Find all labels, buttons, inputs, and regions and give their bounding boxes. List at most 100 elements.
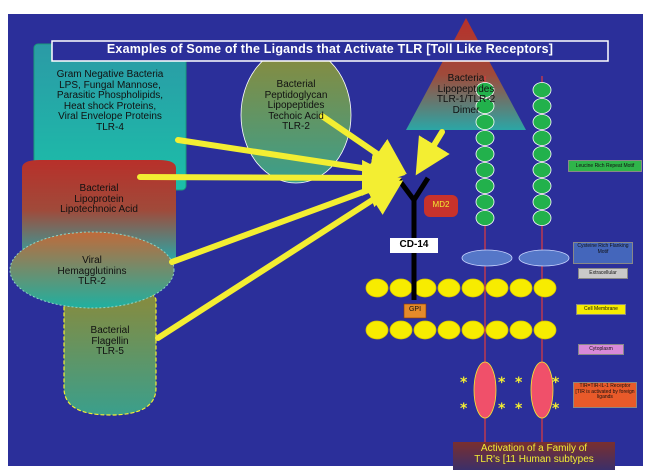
membrane-bead <box>389 320 413 340</box>
asterisk: * <box>515 401 523 417</box>
ligand-line: Bacterial <box>79 183 119 194</box>
gpi-label: GPI <box>408 306 422 313</box>
lrr-bead <box>532 146 552 162</box>
membrane-bead <box>485 320 509 340</box>
ligand-line: Lipoprotein <box>74 193 124 205</box>
lrr-bead <box>475 162 495 178</box>
md2-shape <box>424 195 458 217</box>
flagellin-label: Bacterial Flagellin TLR-5 <box>64 325 156 358</box>
arrow-tlr1-tlr2 <box>415 129 450 176</box>
membrane-bead <box>437 320 461 340</box>
membrane-bead <box>365 320 389 340</box>
legend-lrr: Leucine Rich Repeat Motif <box>568 160 642 172</box>
cell-membrane-beads <box>365 278 557 340</box>
lrr-bead <box>532 114 552 130</box>
arrow-flagellin <box>155 180 404 341</box>
ligand-line: Techoic Acid <box>268 110 324 122</box>
membrane-bead <box>509 320 533 340</box>
asterisk: * <box>552 375 560 391</box>
ligand-line: Bacterial <box>90 325 130 336</box>
ligand-line: Lipopeptides <box>267 100 325 111</box>
arrow-hemagglutinin <box>169 173 402 265</box>
legend-tir: TIR=TIR-IL-1 Receptor [TIR is activated … <box>573 382 637 408</box>
ligand-line: Bacterial <box>276 79 316 90</box>
lrr-bead <box>475 130 495 146</box>
lrr-bead <box>475 114 495 130</box>
lrr-bead <box>532 210 552 226</box>
membrane-bead <box>437 278 461 298</box>
arrow-tlr4 <box>175 137 406 188</box>
arrow-lipoprotein <box>137 159 398 196</box>
asterisk: * <box>460 375 468 391</box>
lrr-bead <box>475 146 495 162</box>
legend-membrane: Cell Membrane <box>576 304 626 315</box>
lrr-bead <box>532 98 552 114</box>
cysteine-motif-right <box>518 249 570 267</box>
membrane-bead <box>461 320 485 340</box>
tir-domain-right <box>530 361 554 419</box>
membrane-bead <box>365 278 389 298</box>
ligand-line: Viral <box>82 255 102 266</box>
asterisk-group: * * * * * * * * <box>460 375 560 417</box>
hemagglutinin-oval <box>9 231 175 309</box>
membrane-bead <box>533 320 557 340</box>
hemagglutinin-label: Viral Hemagglutinins TLR-2 <box>20 255 164 288</box>
asterisk: * <box>460 401 468 417</box>
ligand-line: TLR-2 <box>78 276 106 287</box>
membrane-bead <box>485 278 509 298</box>
membrane-bead <box>509 278 533 298</box>
tlr4-ligand-label: Gram Negative Bacteria LPS, Fungal Manno… <box>34 69 186 133</box>
ligand-line: TLR-2 <box>282 121 310 132</box>
title-frame <box>51 40 609 62</box>
membrane-bead <box>389 278 413 298</box>
lrr-bead <box>532 82 552 98</box>
md2-label: MD2 <box>432 200 450 209</box>
cd14-label: CD-14 <box>390 238 438 253</box>
ligand-line: Flagellin <box>91 335 129 347</box>
ligand-line: Hemagglutinins <box>57 265 127 277</box>
legend-cysteine: Cysteine Rich Flanking Motif <box>573 242 633 264</box>
ligand-line: Dimer <box>452 104 480 116</box>
lrr-bead <box>475 98 495 114</box>
ligand-line: Parasitic Phospholipids, <box>56 90 164 101</box>
ligand-line: Lipopeptides <box>437 83 495 95</box>
lrr-bead <box>475 194 495 210</box>
arrow-peptidoglycan <box>319 113 407 175</box>
ligand-line: Viral Envelope Proteins <box>58 111 162 122</box>
ligand-line: TLR-4 <box>96 121 124 133</box>
asterisk: * <box>552 401 560 417</box>
tlr2-peptidoglycan-label: Bacterial Peptidoglycan Lipopeptides Tec… <box>241 79 351 133</box>
bottom-caption: Activation of a Family of TLR's [11 Huma… <box>453 443 615 465</box>
ligand-line: TLR-1/TLR-2 <box>436 94 496 105</box>
membrane-bead <box>413 278 437 298</box>
lrr-bead <box>475 178 495 194</box>
asterisk: * <box>498 375 506 391</box>
tlr1-tlr2-triangle <box>406 18 526 130</box>
caption-line: Activation of a Family of <box>480 443 588 454</box>
lrr-bead <box>532 194 552 210</box>
ligand-line: Lipotechnoic Acid <box>60 204 138 215</box>
membrane-bead <box>413 320 437 340</box>
lrr-bead <box>532 130 552 146</box>
asterisk: * <box>515 375 523 391</box>
ligand-line: TLR-5 <box>96 346 124 357</box>
legend-cytoplasm: Cytoplasm <box>578 344 624 355</box>
ligand-line: LPS, Fungal Mannose, <box>59 79 161 91</box>
asterisk: * <box>498 401 506 417</box>
ligand-line: Peptidoglycan <box>264 89 328 101</box>
lrr-bead-stack <box>475 82 552 226</box>
membrane-bead <box>533 278 557 298</box>
lrr-bead <box>475 210 495 226</box>
lipoprotein-label: Bacterial Lipoprotein Lipotechnoic Acid <box>22 183 176 216</box>
cysteine-motif-left <box>461 249 513 267</box>
diagram-title: Examples of Some of the Ligands that Act… <box>106 42 554 56</box>
lrr-bead <box>532 178 552 194</box>
membrane-bead <box>461 278 485 298</box>
legend-extracellular: Extracellular <box>578 268 628 279</box>
gpi-anchor <box>403 303 427 319</box>
caption-line: TLR's [11 Human subtypes <box>474 453 594 465</box>
lrr-bead <box>475 82 495 98</box>
ligand-line: Gram Negative Bacteria <box>56 69 164 80</box>
lrr-bead <box>532 162 552 178</box>
